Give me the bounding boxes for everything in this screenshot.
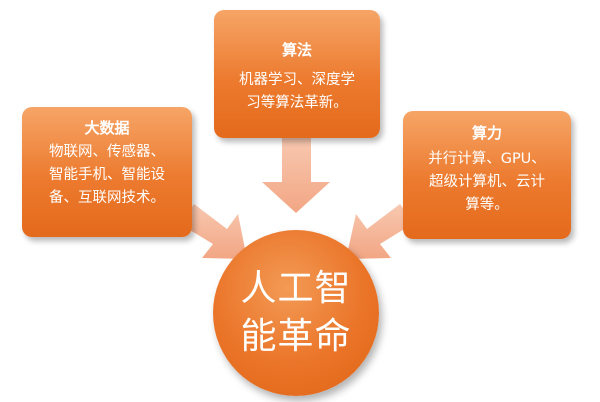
algorithm-title: 算法	[281, 41, 312, 59]
algorithm-line: 机器学习、深度学	[239, 72, 355, 88]
compute-line: 算等。	[465, 197, 509, 213]
compute-box: 算力 并行计算、GPU、 超级计算机、云计 算等。	[403, 111, 571, 239]
algorithm-box: 算法 机器学习、深度学 习等算法革新。	[214, 10, 380, 138]
compute-title: 算力	[471, 124, 502, 142]
arrow-algorithm-to-center	[262, 138, 330, 213]
ai-revolution-circle: 人工智 能革命	[213, 230, 379, 396]
arrow-compute-to-center	[346, 204, 414, 259]
algorithm-line: 习等算法革新。	[246, 95, 348, 111]
big-data-box: 大数据 物联网、传感器、 智能手机、智能设 备、互联网技术。	[22, 107, 192, 237]
center-line: 能革命	[240, 316, 352, 357]
center-line: 人工智	[240, 268, 352, 309]
arrow-bigdata-to-center	[180, 204, 247, 259]
big-data-title: 大数据	[84, 119, 130, 137]
big-data-line: 物联网、传感器、	[49, 144, 165, 160]
big-data-line: 备、互联网技术。	[49, 190, 165, 206]
big-data-line: 智能手机、智能设	[49, 167, 165, 183]
compute-line: 超级计算机、云计	[429, 174, 545, 190]
compute-line: 并行计算、GPU、	[428, 151, 546, 167]
